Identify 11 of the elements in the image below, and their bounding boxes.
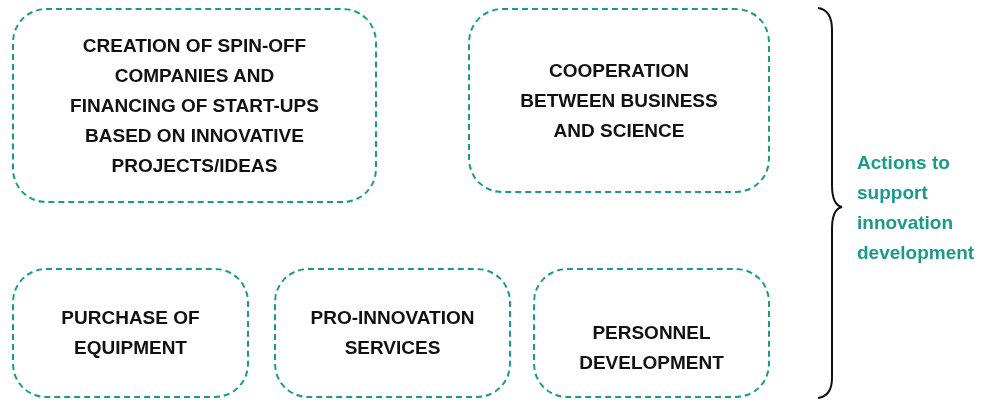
box-label: PURCHASE OF EQUIPMENT xyxy=(60,306,201,360)
action-box xyxy=(274,268,511,398)
action-box xyxy=(533,268,770,398)
box-label: PRO-INNOVATION SERVICES xyxy=(309,306,476,360)
action-box xyxy=(468,8,770,193)
action-box xyxy=(12,8,377,203)
box-label: PERSONNEL DEVELOPMENT xyxy=(578,321,725,375)
box-label: COOPERATION BETWEEN BUSINESS AND SCIENCE xyxy=(519,58,719,143)
brace-caption: Actions to support innovation development xyxy=(857,151,976,265)
box-label: CREATION OF SPIN-OFF COMPANIES AND FINANCING OF START-UPS BASED ON INNOVATIVE PROJECTS/IDEAS xyxy=(69,33,320,178)
action-box xyxy=(12,268,249,398)
